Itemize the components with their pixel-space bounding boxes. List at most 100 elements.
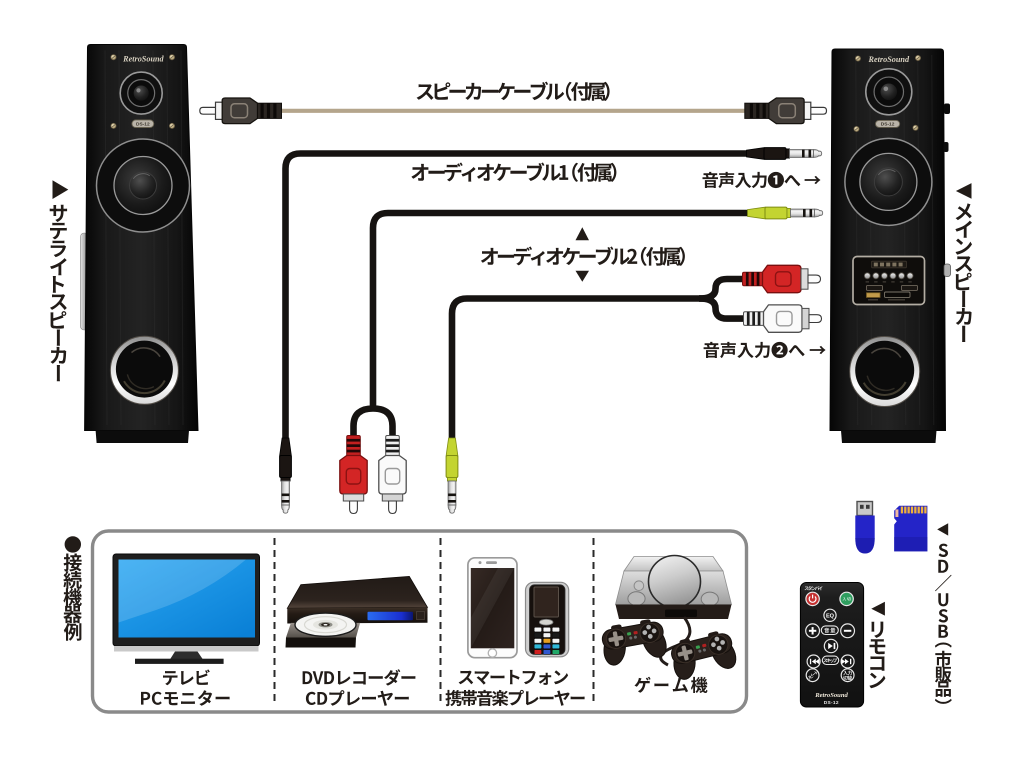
screw-icon xyxy=(168,122,176,129)
game-controller-right xyxy=(671,631,737,680)
tweeter xyxy=(119,71,163,115)
arrow-left-icon xyxy=(871,601,885,616)
audio-cable-2b-split-down xyxy=(698,295,745,322)
panel-knob xyxy=(881,272,888,280)
smartphone-label-line2-text: 携帯音楽プレーヤー xyxy=(461,686,569,701)
audio-cable-1-wire xyxy=(282,150,748,440)
smartphone-illustration xyxy=(467,556,518,659)
tv-screen xyxy=(118,559,255,638)
speaker-wire-plug-right xyxy=(744,97,828,125)
arrow-left-icon xyxy=(937,523,949,536)
dvd-label-line1-text: DVDレコーダー xyxy=(316,665,401,680)
speaker-cable xyxy=(199,97,828,125)
audio-cable-2b xyxy=(445,264,823,514)
brand-logo: RetroSound xyxy=(868,55,910,64)
remote-label: リモコン xyxy=(853,601,901,689)
audio-cable-1-label-text: オーディオケーブル1（付属） xyxy=(433,160,594,175)
arrow-left-icon xyxy=(955,183,972,199)
side-knob xyxy=(943,263,951,277)
sd-card-icon xyxy=(894,505,928,552)
side-button xyxy=(943,142,949,152)
panel-usb-port xyxy=(866,292,881,298)
next-button xyxy=(840,654,855,669)
console-disc-lid xyxy=(647,554,702,609)
panel-knob xyxy=(898,272,905,280)
audio-cable-1-label: オーディオケーブル1（付属） xyxy=(411,160,617,182)
tweeter xyxy=(864,68,913,116)
rca-plug-red-right xyxy=(742,264,822,294)
audio-cable-2b-split-up xyxy=(698,275,744,302)
rca-plug-white-right xyxy=(743,304,823,333)
audio-cable-2-label: オーディオケーブル2（付属） xyxy=(480,244,685,266)
speaker-cabinet xyxy=(829,48,947,431)
usb-drive-icon xyxy=(855,500,875,554)
panel-knob xyxy=(906,272,914,280)
arrow-up-icon xyxy=(575,227,589,241)
remote-model-text: DS-12 xyxy=(824,700,839,706)
remote-brand-logo: RetroSound xyxy=(814,692,848,699)
tv-label-line1-text: テレビ xyxy=(168,666,204,680)
devices-box-title-text: 接続機器例 xyxy=(43,562,103,577)
speaker-cable-label: スピーカーケーブル（付属） xyxy=(416,81,610,101)
devices-box-title: 接続機器例 xyxy=(43,536,103,641)
tv-label-line2: PCモニター xyxy=(141,687,230,706)
brand-logo: RetroSound xyxy=(122,54,164,63)
dvd-display xyxy=(367,611,413,621)
speaker-base xyxy=(841,430,937,443)
game-console-illustration xyxy=(601,554,737,680)
sd-usb-label-text: SD／USB（市販品） xyxy=(887,550,1000,565)
volume-label: 音量 xyxy=(818,618,842,636)
remote-volume-text: 音量 xyxy=(818,618,842,633)
main-speaker-label: メインスピーカー xyxy=(955,183,973,342)
dvd-label-line2-text: CDプレーヤー xyxy=(319,687,396,701)
bass-port xyxy=(109,335,179,405)
audio-input-2-label-text: 音声入力❷へ → xyxy=(721,338,808,353)
music-player-illustration xyxy=(524,581,570,658)
tv-label-line2-text: PCモニター xyxy=(153,687,218,701)
repeat-button: リピート xyxy=(805,668,820,683)
control-panel xyxy=(852,255,926,306)
game-console-label-text: ゲーム機 xyxy=(647,673,695,688)
woofer xyxy=(844,137,933,227)
panel-sd-slot xyxy=(884,291,911,298)
satellite-speaker-label-text: サテライトスピーカー xyxy=(0,214,118,228)
game-console-label: ゲーム機 xyxy=(634,673,708,693)
minijack-plug-black-right xyxy=(746,147,823,160)
speaker-cabinet xyxy=(84,44,199,431)
audio-cable-2-label-text: オーディオケーブル2（付属） xyxy=(502,244,663,259)
screw-icon xyxy=(853,125,860,133)
remote-input-select-text: 入力切替 xyxy=(824,664,872,678)
remote-label-text: リモコン xyxy=(853,630,901,644)
volume-up-button xyxy=(805,623,821,639)
audio-input-1-label: 音声入力❶へ → xyxy=(702,171,821,189)
speaker-base xyxy=(95,430,189,443)
minijack-plug-black-down xyxy=(279,437,292,514)
screw-icon xyxy=(912,124,919,131)
game-controller-left xyxy=(601,619,667,666)
screw-icon xyxy=(110,54,117,61)
dvd-label-line2: CDプレーヤー xyxy=(305,687,409,706)
minijack-plug-yellow-right xyxy=(747,206,824,220)
panel-knob xyxy=(863,272,871,280)
audio-input-2-label: 音声入力❷へ → xyxy=(703,338,826,359)
satellite-speaker-label: サテライトスピーカー xyxy=(0,180,118,382)
speaker-wire-plug-left xyxy=(199,97,282,125)
smartphone-screen xyxy=(470,568,515,649)
model-badge: DS-12 xyxy=(875,119,901,128)
cd-disc xyxy=(294,612,357,638)
tv-illustration xyxy=(112,553,260,664)
model-badge-text: DS-12 xyxy=(136,122,150,128)
input-select-button: 入力切替 xyxy=(824,664,872,683)
music-player-screen xyxy=(533,586,559,618)
woofer xyxy=(95,138,191,233)
dvd-label-line1: DVDレコーダー xyxy=(302,665,416,686)
eq-button-text: EQ xyxy=(826,613,835,619)
audio-cable-2a-split xyxy=(350,405,396,437)
model-badge-text: DS-12 xyxy=(881,121,895,127)
model-badge: DS-12 xyxy=(131,119,155,128)
power-icon xyxy=(808,594,817,603)
